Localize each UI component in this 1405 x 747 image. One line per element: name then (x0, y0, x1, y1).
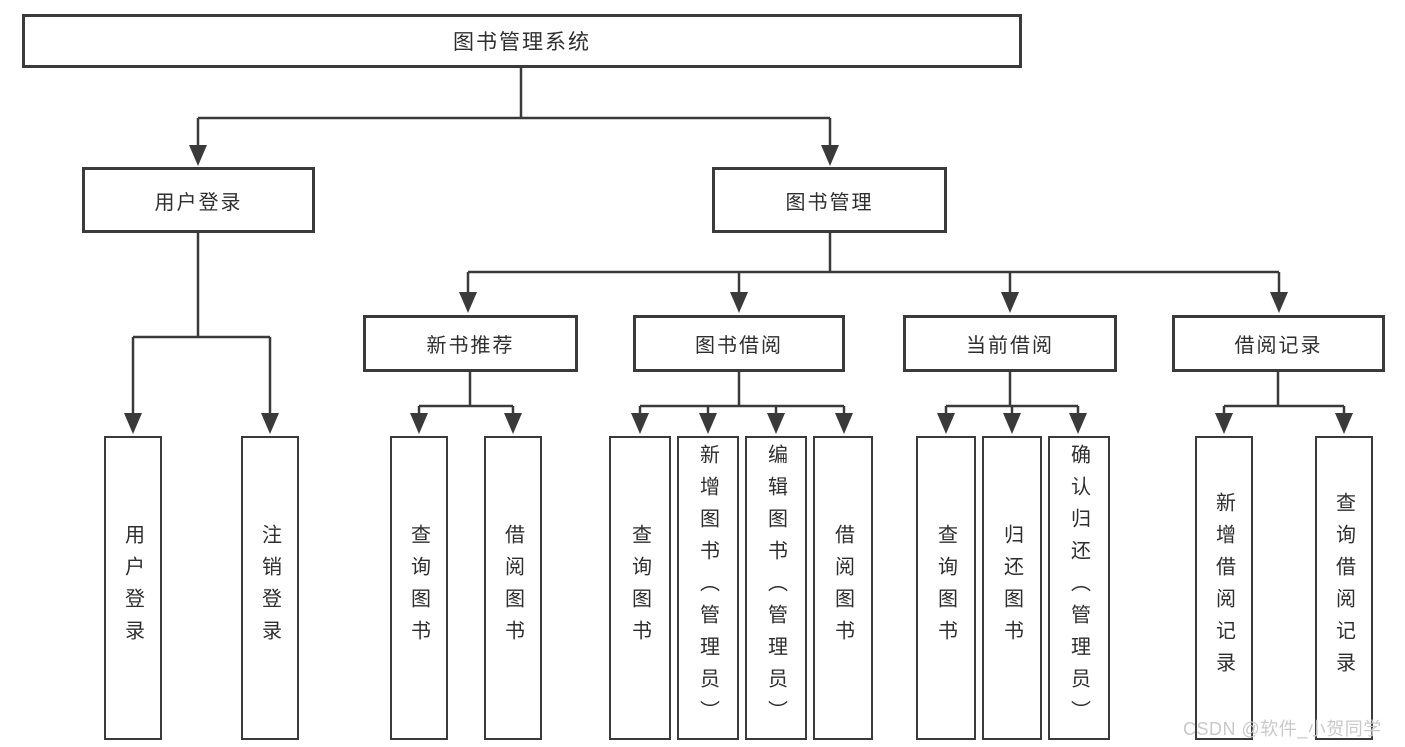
leaf-bb-borrow-books: 借阅图书 (813, 436, 873, 740)
leaf-bb-edit-books: 编辑图书（管理员） (745, 436, 807, 740)
connector-book-borrow (631, 372, 853, 434)
connector-new-book-rec (410, 372, 522, 434)
leaf-user-login-label: 用户登录 (121, 524, 144, 652)
leaf-cb-confirm-return-label: 确认归还（管理员） (1067, 444, 1090, 732)
leaf-bb-query-books-label: 查询图书 (628, 524, 651, 652)
connector-user-login (124, 233, 279, 434)
leaf-br-add-record-label: 新增借阅记录 (1212, 492, 1235, 684)
leaf-logout-label: 注销登录 (258, 524, 281, 652)
node-book-borrow: 图书借阅 (633, 315, 845, 372)
leaf-logout: 注销登录 (241, 436, 299, 740)
connector-book-mgmt (459, 233, 1288, 313)
leaf-nbr-query-books-label: 查询图书 (407, 524, 430, 652)
leaf-br-query-record: 查询借阅记录 (1315, 436, 1373, 740)
node-root-label: 图书管理系统 (453, 31, 591, 54)
leaf-nbr-query-books: 查询图书 (390, 436, 448, 740)
node-new-book-rec-label: 新书推荐 (426, 335, 515, 357)
node-borrow-records: 借阅记录 (1172, 315, 1385, 372)
connector-current-borrow (937, 372, 1087, 434)
node-current-borrow-label: 当前借阅 (966, 335, 1054, 357)
node-book-borrow-label: 图书借阅 (695, 335, 783, 357)
node-borrow-records-label: 借阅记录 (1234, 335, 1323, 357)
leaf-nbr-borrow-books-label: 借阅图书 (501, 524, 524, 652)
leaf-bb-add-books: 新增图书（管理员） (677, 436, 739, 740)
node-user-login-label: 用户登录 (154, 191, 243, 214)
node-user-login: 用户登录 (82, 167, 315, 233)
leaf-bb-add-books-label: 新增图书（管理员） (696, 444, 719, 732)
leaf-cb-query-books-label: 查询图书 (934, 524, 957, 652)
node-root: 图书管理系统 (22, 14, 1022, 68)
node-book-mgmt: 图书管理 (712, 167, 947, 233)
leaf-cb-return-books: 归还图书 (982, 436, 1042, 740)
leaf-cb-query-books: 查询图书 (916, 436, 976, 740)
leaf-br-add-record: 新增借阅记录 (1195, 436, 1253, 740)
leaf-cb-confirm-return: 确认归还（管理员） (1048, 436, 1110, 740)
leaf-bb-borrow-books-label: 借阅图书 (831, 524, 854, 652)
csdn-watermark: CSDN @软件_小贺同学 (1183, 719, 1382, 739)
leaf-cb-return-books-label: 归还图书 (1000, 524, 1023, 652)
node-book-mgmt-label: 图书管理 (785, 191, 874, 214)
leaf-nbr-borrow-books: 借阅图书 (484, 436, 542, 740)
connector-borrow-records (1215, 372, 1353, 434)
leaf-br-query-record-label: 查询借阅记录 (1332, 492, 1355, 684)
leaf-bb-query-books: 查询图书 (609, 436, 671, 740)
connector-root (189, 68, 839, 166)
leaf-user-login: 用户登录 (104, 436, 162, 740)
node-new-book-rec: 新书推荐 (363, 315, 578, 372)
leaf-bb-edit-books-label: 编辑图书（管理员） (764, 444, 787, 732)
node-current-borrow: 当前借阅 (903, 315, 1117, 372)
